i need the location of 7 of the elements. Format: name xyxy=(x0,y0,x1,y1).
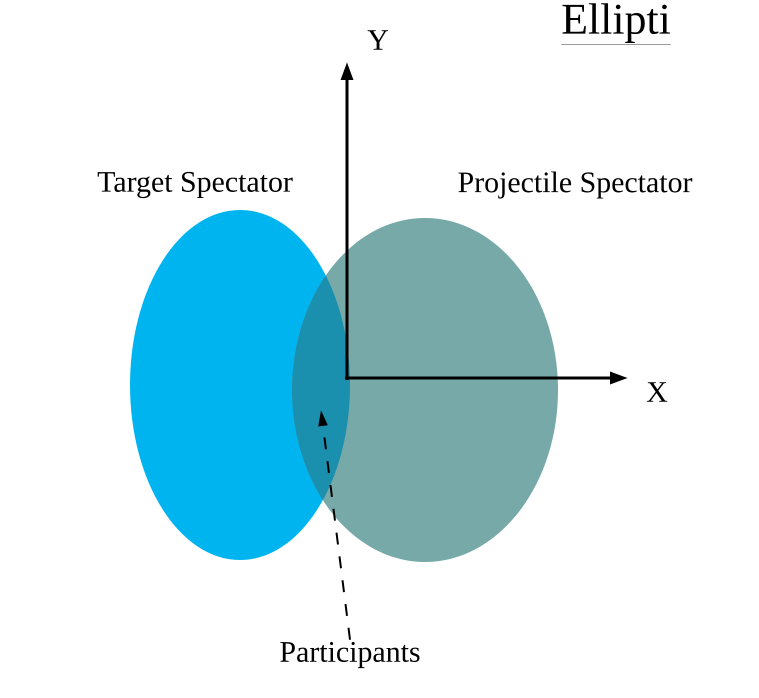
node-label: Target Spectator xyxy=(98,172,293,198)
title: Ellipti xyxy=(561,3,671,45)
node-label: Projectile Spectator xyxy=(458,171,692,199)
axis-label: X xyxy=(646,382,668,402)
text-label: Participants xyxy=(280,642,420,668)
overlap-region xyxy=(292,276,350,500)
axis-label: Y xyxy=(368,30,388,50)
